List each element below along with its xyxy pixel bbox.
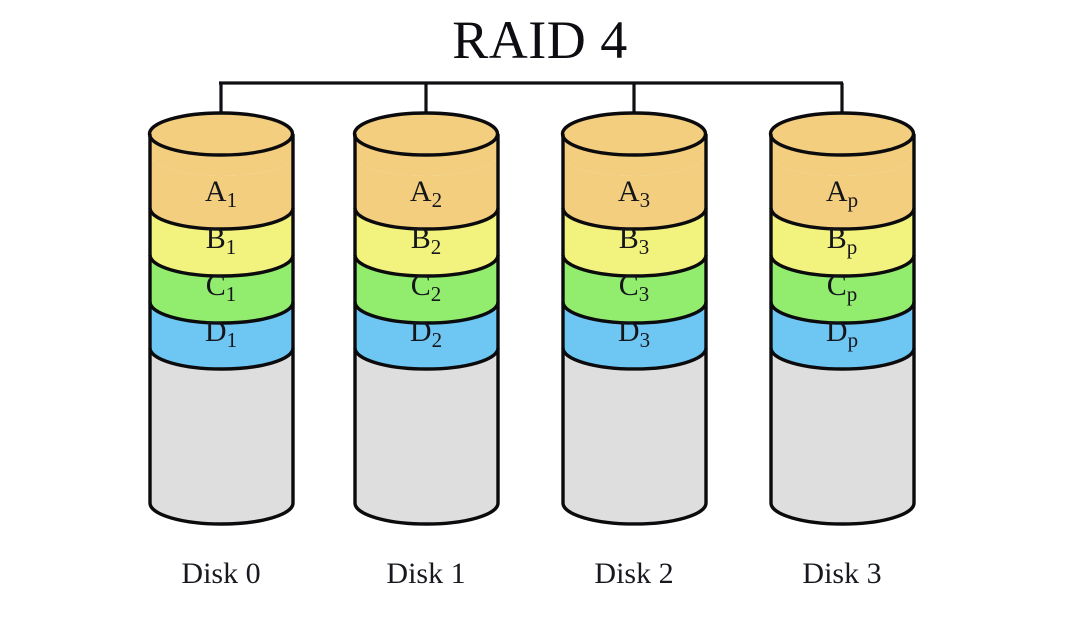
disk-0-divider-below-C <box>148 301 295 325</box>
disk-2-block-label-A3: A3 <box>618 175 650 212</box>
disk-3-top-cap <box>768 111 916 157</box>
disk-3-block-label-Ap: Ap <box>826 175 858 212</box>
disk-0-block-label-C1: C1 <box>206 269 237 306</box>
disk-1-block-D2-fill <box>355 302 498 369</box>
disk-1-top-cap <box>352 111 500 157</box>
disk-caption-2: Disk 2 <box>594 557 673 590</box>
disk-0-block-B1-fill <box>150 208 293 276</box>
disk-0-block-label-D1: D1 <box>205 315 237 352</box>
disk-0-divider-below-B <box>148 254 295 278</box>
disk-2-divider-below-D <box>561 347 708 371</box>
disk-2-body-outline <box>561 134 708 526</box>
disk-3-divider-below-B <box>769 254 916 278</box>
disk-0-free-space <box>150 348 293 524</box>
disk-2-divider-below-B <box>561 254 708 278</box>
disk-3-block-label-Cp: Cp <box>827 269 858 306</box>
disk-3-block-Cp-fill <box>771 255 914 323</box>
disk-1-body-outline <box>353 134 500 526</box>
disk-2-block-label-D3: D3 <box>618 315 650 352</box>
disk-0-block-label-A1: A1 <box>205 175 237 212</box>
disk-1-block-B2-fill <box>355 208 498 276</box>
disk-3-divider-below-A <box>769 207 916 231</box>
disk-1-free-space <box>355 348 498 524</box>
disk-3-block-label-Dp: Dp <box>826 315 858 352</box>
disk-0-top-cap <box>147 111 295 157</box>
disk-0-block-A1-fill <box>150 155 293 229</box>
disk-1-block-A2-fill <box>355 155 498 229</box>
disk-caption-1: Disk 1 <box>386 557 465 590</box>
disk-caption-0: Disk 0 <box>181 557 260 590</box>
disk-3-body-outline <box>769 134 916 526</box>
disk-1-block-label-D2: D2 <box>410 315 442 352</box>
disk-2-top-cap <box>560 111 708 157</box>
disk-2-free-space <box>563 348 706 524</box>
disk-labels: Disk 0 Disk 1 Disk 2 Disk 3 <box>181 557 881 590</box>
disk-1-block-C2-fill <box>355 255 498 323</box>
raid-controller-bus <box>219 81 844 157</box>
disk-2-block-B3-fill <box>563 208 706 276</box>
disk-0-body-outline <box>148 134 295 526</box>
disk-1-divider-below-C <box>353 301 500 325</box>
disk-0-divider-below-A <box>148 207 295 231</box>
disk-2-block-A3-fill <box>563 155 706 229</box>
disk-caption-3: Disk 3 <box>802 557 881 590</box>
disk-3-block-Dp-fill <box>771 302 914 369</box>
disk-3-free-space <box>771 348 914 524</box>
disk-0-block-C1-fill <box>150 255 293 323</box>
disk-2-block-C3-fill <box>563 255 706 323</box>
disk-1-divider-below-B <box>353 254 500 278</box>
disk-2-block-D3-fill <box>563 302 706 369</box>
disk-3-divider-below-C <box>769 301 916 325</box>
disk-2-divider-below-A <box>561 207 708 231</box>
disk-2-divider-below-C <box>561 301 708 325</box>
disk-2-block-label-B3: B3 <box>619 222 650 259</box>
disk-3-block-Bp-fill <box>771 208 914 276</box>
diagram-title: RAID 4 <box>452 10 628 70</box>
disk-1-block-label-B2: B2 <box>411 222 442 259</box>
disk-0-block-label-B1: B1 <box>206 222 237 259</box>
disk-2-block-label-C3: C3 <box>619 269 650 306</box>
disk-3-divider-below-D <box>769 347 916 371</box>
disk-1-block-label-A2: A2 <box>410 175 442 212</box>
disk-3-block-label-Bp: Bp <box>827 222 858 259</box>
disk-0-block-D1-fill <box>150 302 293 369</box>
disk-3-block-Ap-fill <box>771 155 914 229</box>
disk-1-block-label-C2: C2 <box>411 269 442 306</box>
disk-1-divider-below-D <box>353 347 500 371</box>
disk-0-divider-below-D <box>148 347 295 371</box>
disk-1-divider-below-A <box>353 207 500 231</box>
